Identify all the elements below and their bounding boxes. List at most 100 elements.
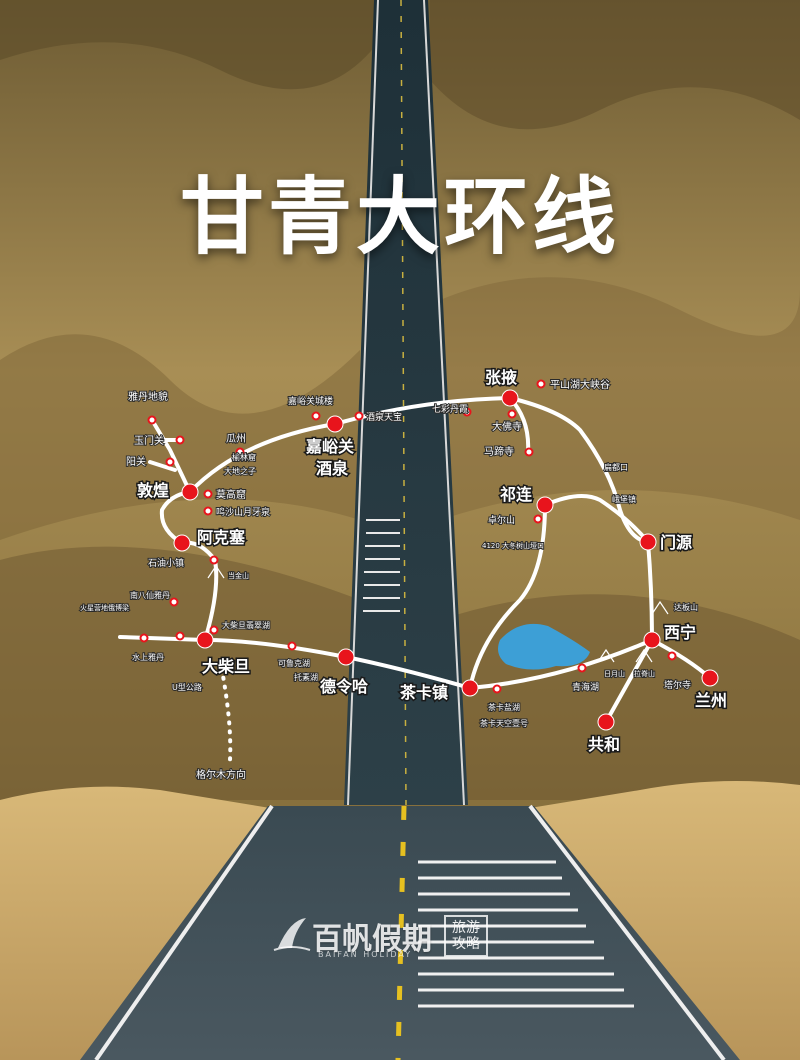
poi-label-u-road: U型公路	[172, 682, 202, 692]
poi-label-yadan: 雅丹地貌	[128, 390, 168, 403]
map-labels: 张掖 嘉峪关 酒泉 敦煌 阿克塞 大柴旦 德令哈 茶卡镇 祁连 门源 西宁 兰州…	[79, 367, 729, 783]
poi-marker-mingshashan	[203, 506, 213, 516]
poi-label-tiankong: 茶卡天空壹号	[480, 718, 528, 728]
poi-marker-zhuoershan	[533, 514, 543, 524]
poi-marker-guazhou	[235, 447, 245, 457]
city-label-xining: 西宁	[664, 623, 696, 642]
poi-marker-feicuihu	[209, 625, 219, 635]
poi-label-yumenguan: 玉门关	[134, 434, 164, 447]
poi-marker-pingshanhu	[536, 379, 546, 389]
poi-marker-jiayuguan-fort	[311, 411, 321, 421]
road-edge-line	[528, 804, 726, 1060]
road-crossing-stripes	[418, 860, 634, 1008]
city-marker-gonghe	[597, 713, 615, 731]
poi-label-mingshashan: 鸣沙山月牙泉	[216, 506, 270, 518]
city-label-gonghe: 共和	[588, 735, 620, 754]
city-label-chakazhen: 茶卡镇	[399, 683, 448, 702]
city-marker-qilian	[536, 496, 554, 514]
watermark-tag: 旅游攻略	[444, 915, 488, 957]
city-label-dachaidan: 大柴旦	[202, 657, 250, 676]
poi-label-mogaoku: 莫高窟	[216, 488, 246, 501]
poi-label-jiuquan-tianbao: 酒泉天宝	[366, 411, 402, 423]
poi-marker-keluke	[287, 641, 297, 651]
mountain-ridge	[430, 0, 800, 130]
poi-label-qinghaihu: 青海湖	[572, 681, 599, 693]
city-label-qilian: 祁连	[500, 485, 533, 504]
mountain-ridge	[440, 277, 800, 520]
city-label-delingha: 德令哈	[320, 677, 368, 696]
poi-label-biandukou: 扁都口	[604, 462, 628, 472]
city-label-dunhuang: 敦煌	[137, 481, 169, 500]
watermark: 百帆假期 旅游攻略 BAIFAN HOLIDAY	[268, 912, 538, 960]
poi-label-taersi: 塔尔寺	[664, 679, 691, 691]
watermark-brand: 百帆假期	[312, 922, 432, 957]
city-marker-zhangye	[501, 389, 519, 407]
gelmu-dotted-route	[218, 658, 233, 762]
poi-label-dabanshan: 达板山	[674, 602, 698, 612]
city-marker-chakazhen	[461, 679, 479, 697]
poi-label-dadongshu: 4120 大冬树山垭口	[482, 541, 544, 550]
poi-label-ebaozhen: 峨堡镇	[612, 494, 636, 504]
city-marker-dunhuang	[181, 483, 199, 501]
poi-marker-qinghaihu	[577, 663, 587, 673]
city-label-jiayuguan: 嘉峪关	[305, 437, 354, 456]
poi-label-chaka-yanhu: 茶卡盐湖	[488, 702, 520, 712]
city-marker-dachaidan	[196, 631, 214, 649]
poi-label-feicuihu: 大柴旦翡翠湖	[222, 620, 270, 630]
road-foreground	[80, 806, 740, 1060]
city-marker-jiayuguan	[326, 415, 344, 433]
poi-marker-u-road	[175, 631, 185, 641]
poi-label-qicai: 七彩丹霞	[432, 404, 468, 415]
poi-label-yangguan: 阳关	[126, 455, 146, 468]
road-vertical	[344, 0, 468, 805]
city-label-akesai: 阿克塞	[197, 528, 246, 547]
poi-marker-nanbaxian	[169, 597, 179, 607]
poi-label-dangjinshan: 当金山	[228, 571, 249, 580]
poi-label-jiayuguan-fort: 嘉峪关城楼	[288, 395, 333, 407]
city-label-zhangye: 张掖	[485, 368, 517, 387]
poi-marker-shiyouxiaozhen	[209, 555, 219, 565]
road-edge-line	[94, 804, 274, 1060]
poi-marker-qicai	[462, 407, 472, 417]
poi-marker-shuishang	[139, 633, 149, 643]
poi-marker-mogaoku	[203, 489, 213, 499]
poi-marker-yadan	[147, 415, 157, 425]
mountain-ridge	[0, 546, 360, 800]
poi-label-lajishan: 拉脊山	[634, 669, 655, 678]
poi-label-shuishang: 水上雅丹	[132, 652, 164, 662]
city-marker-xining	[643, 631, 661, 649]
poi-label-gelmu: 格尔木方向	[196, 768, 246, 781]
qinghai-lake	[498, 623, 590, 670]
poi-marker-yangguan	[165, 457, 175, 467]
city-marker-delingha	[337, 648, 355, 666]
city-marker-akesai	[173, 534, 191, 552]
poi-label-zhuoershan: 卓尔山	[488, 514, 515, 526]
poi-label-dafosi: 大佛寺	[492, 420, 522, 433]
poi-marker-chaka-yanhu	[492, 684, 502, 694]
poi-label-yulinku: 榆林窟	[232, 452, 256, 462]
poi-label-matisi: 马蹄寺	[484, 445, 514, 458]
poi-label-nanbaxian: 南八仙雅丹	[130, 590, 170, 600]
road-center-line	[400, 0, 407, 806]
poi-label-dadizhizi: 大地之子	[224, 466, 256, 476]
city-label-jiuquan: 酒泉	[316, 459, 349, 478]
city-marker-lanzhou	[701, 669, 719, 687]
city-label-lanzhou: 兰州	[695, 691, 727, 710]
poi-marker-matisi	[524, 447, 534, 457]
road-center-line	[395, 805, 407, 1060]
poi-label-keluke: 可鲁克湖	[278, 658, 310, 668]
city-label-menyuan: 门源	[660, 533, 692, 552]
road-edge-line	[347, 0, 379, 806]
road-crossing-stripes	[363, 519, 400, 612]
sail-logo-icon	[273, 918, 311, 951]
sand-dune-right	[530, 781, 800, 1060]
poi-marker-yumenguan	[175, 435, 185, 445]
poi-label-shiyouxiaozhen: 石油小镇	[148, 557, 184, 569]
poi-markers	[139, 379, 677, 694]
watermark-sub: BAIFAN HOLIDAY	[318, 950, 413, 959]
poi-label-riyueshan: 日月山	[604, 669, 625, 678]
city-marker-menyuan	[639, 533, 657, 551]
sand-dune-left	[0, 786, 270, 1060]
poi-marker-dafosi	[507, 409, 517, 419]
